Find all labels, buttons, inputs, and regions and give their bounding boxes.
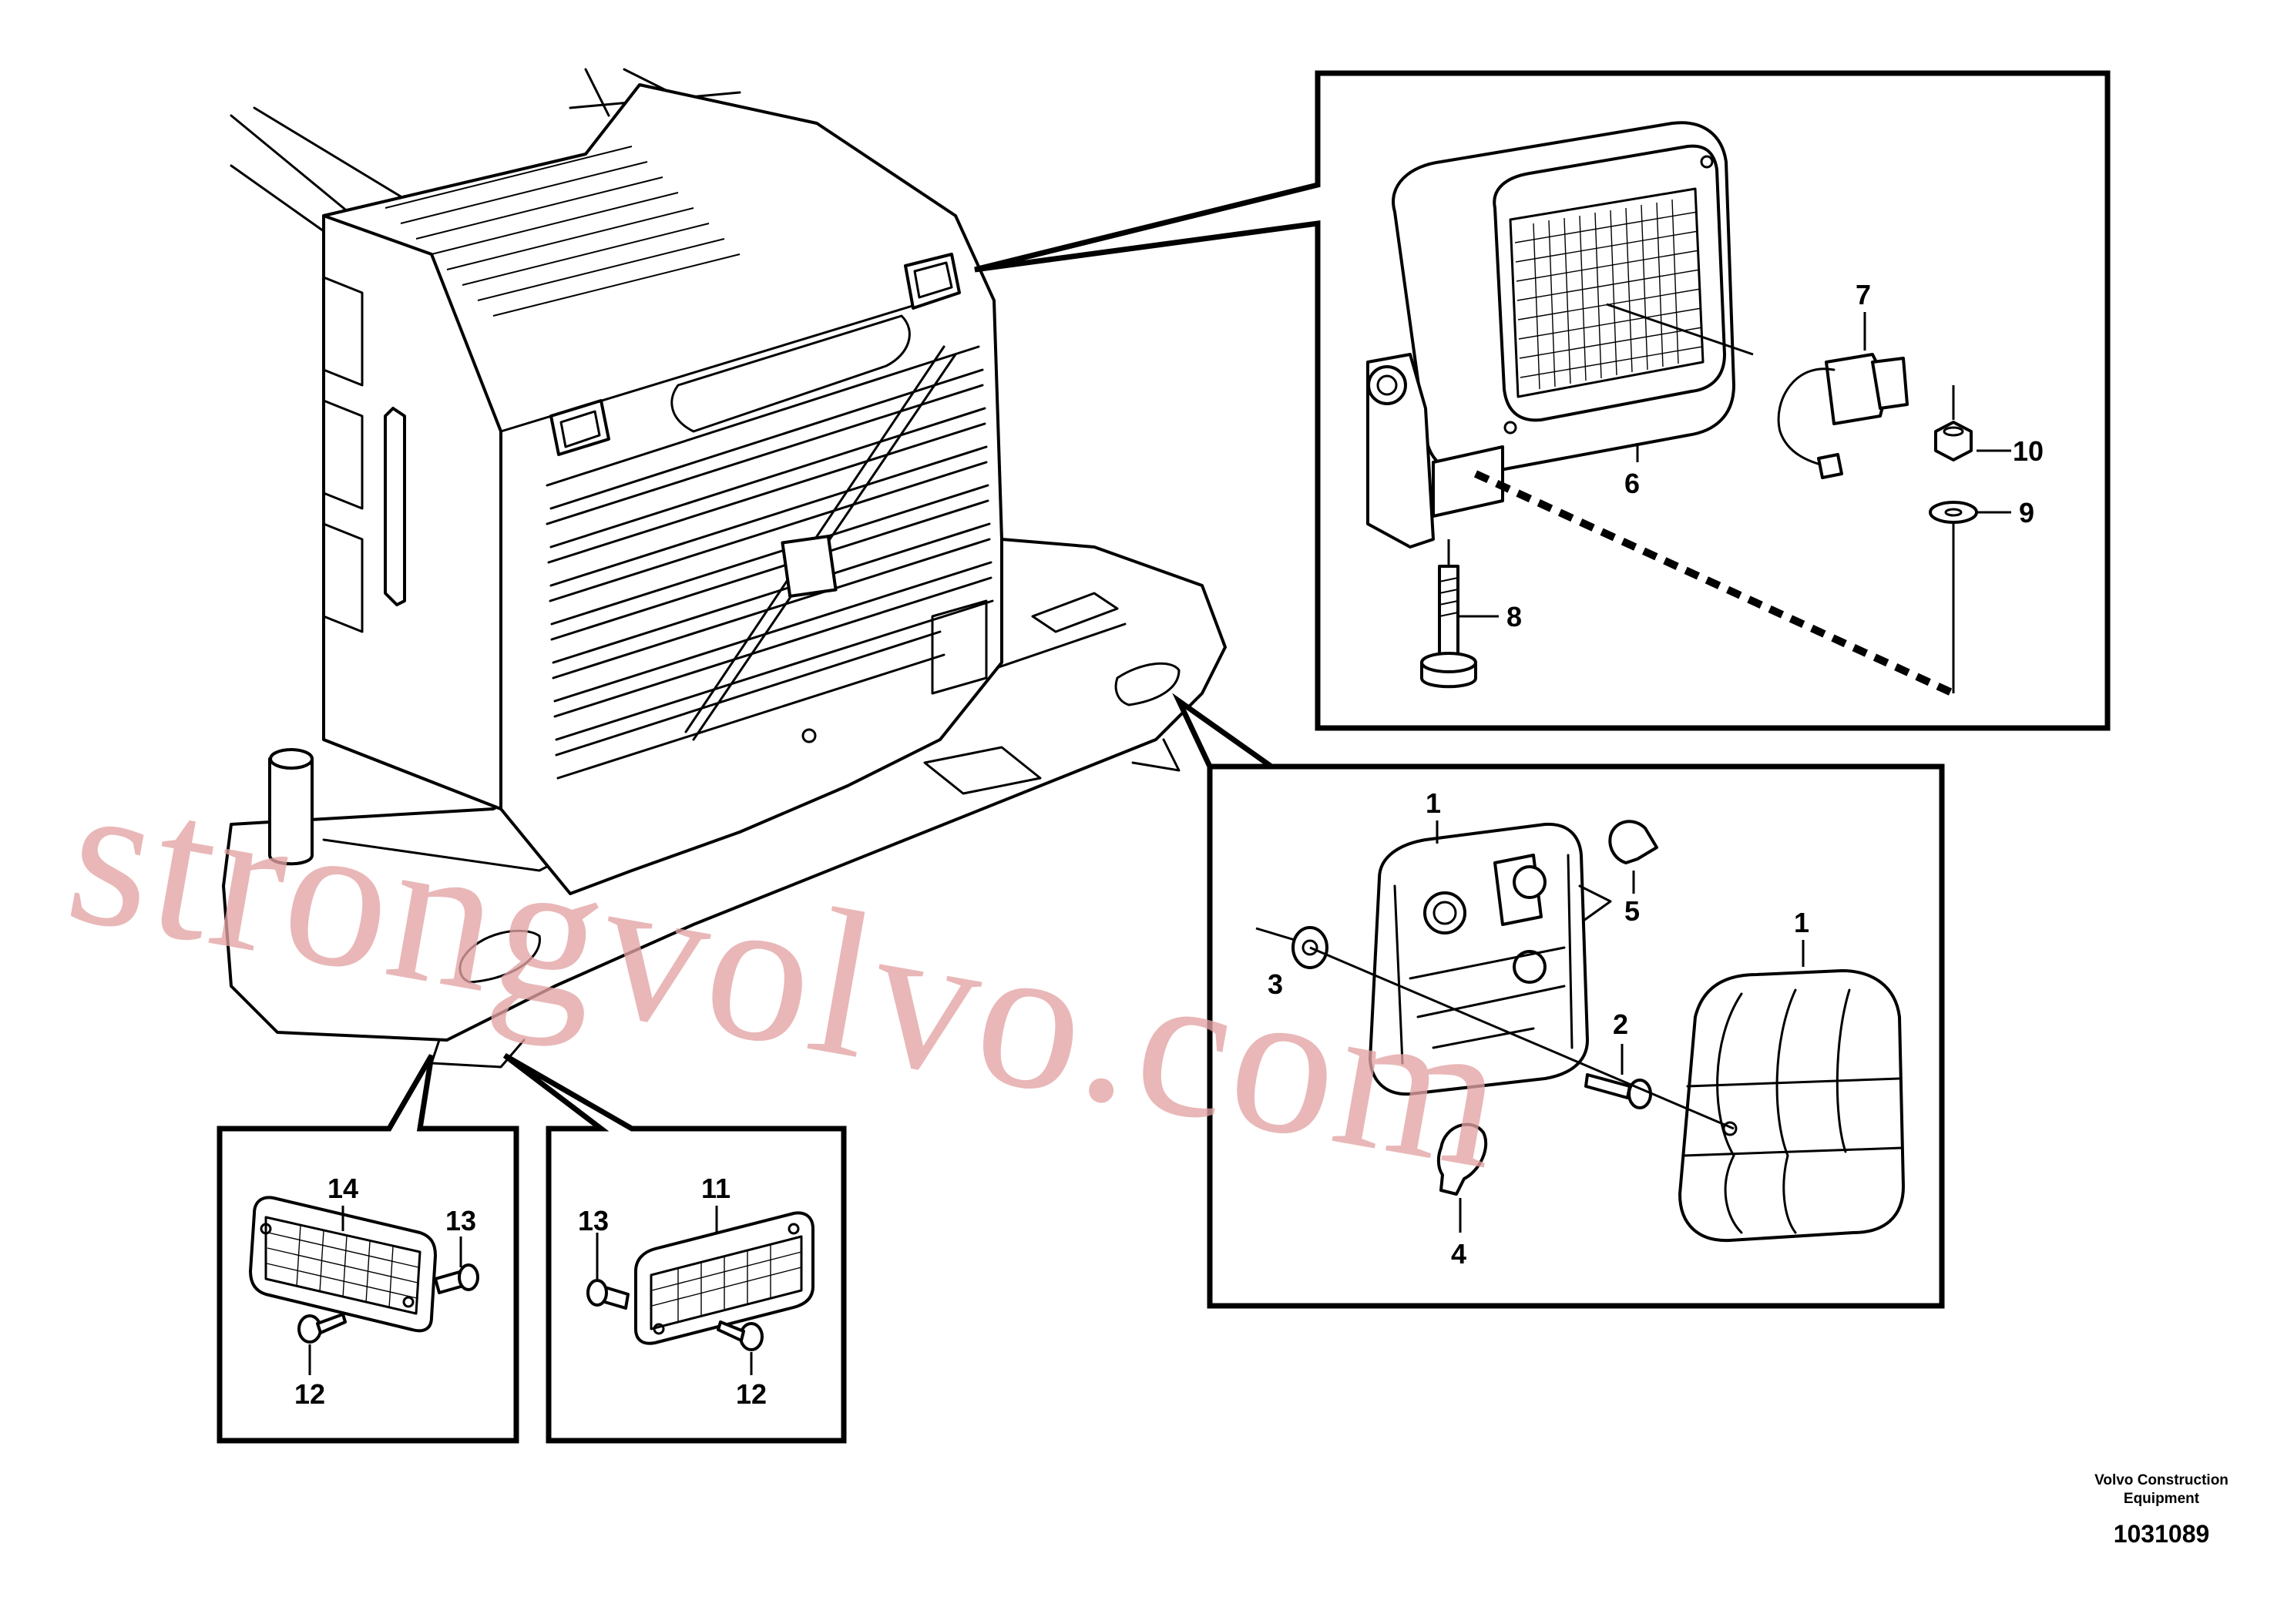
brand-line-2: Equipment [2124, 1491, 2200, 1507]
callout-reflector-right: 11 12 13 [502, 1052, 847, 1444]
label-4: 4 [1451, 1238, 1466, 1270]
label-13-left: 13 [445, 1205, 476, 1236]
rear-lamp-lens [1678, 969, 1905, 1243]
label-7: 7 [1856, 279, 1871, 310]
label-14: 14 [327, 1173, 358, 1204]
guard-post [268, 748, 314, 866]
rear-lamp-callout-labels: 1 1 2 3 4 5 [1268, 787, 1809, 1270]
label-5: 5 [1624, 895, 1640, 927]
rear-lamp-bulb-large [1436, 1122, 1488, 1196]
machine-rear-view [222, 68, 1227, 1069]
reflector-grid-left [266, 1224, 419, 1309]
callout-reflector-left: 12 13 14 [217, 1054, 519, 1444]
reflector-rivet-right [586, 1279, 630, 1310]
reflector-plate-right [634, 1211, 814, 1345]
label-1-base: 1 [1426, 787, 1441, 819]
rear-lamp-screw-right [1584, 1073, 1652, 1109]
label-2: 2 [1613, 1008, 1628, 1040]
label-12-right: 12 [736, 1378, 767, 1410]
reflector-screw-left [297, 1313, 347, 1344]
rear-lamp-base [1369, 822, 1612, 1096]
drawing-footer: Volvo Construction Equipment 1031089 [2094, 1472, 2229, 1548]
drawing-number: 1031089 [2114, 1520, 2210, 1548]
rear-lamp-bulb-small [1608, 820, 1658, 864]
callout-work-light: 6 7 8 9 10 [974, 70, 2111, 731]
label-13-right: 13 [578, 1205, 609, 1236]
label-3: 3 [1268, 968, 1283, 1000]
work-light-callout-labels: 6 7 8 9 10 [1506, 279, 2044, 632]
hood-work-lamp-left [549, 399, 610, 456]
work-lamp-nut [1934, 421, 1973, 461]
work-lamp-housing [1366, 121, 1735, 549]
label-6: 6 [1624, 468, 1640, 499]
callout-rear-lamp: 1 1 2 3 4 5 [1172, 693, 1945, 1309]
work-lamp-washer [1929, 501, 1978, 524]
label-9: 9 [2019, 497, 2034, 528]
reflector-left-labels: 12 13 14 [294, 1173, 476, 1410]
engine-hood [322, 83, 1003, 895]
brand-line-1: Volvo Construction [2094, 1472, 2229, 1488]
label-8: 8 [1506, 601, 1522, 632]
label-10: 10 [2013, 435, 2044, 467]
label-1-lens: 1 [1794, 907, 1809, 938]
hood-work-lamp-right [904, 253, 961, 310]
rear-louvres [546, 345, 994, 780]
work-lamp-bolt [1420, 565, 1477, 689]
roof-rails [230, 68, 741, 233]
reflector-rivet-left [434, 1263, 479, 1294]
reflector-plate-left [249, 1196, 437, 1333]
work-lamp-bulb [1777, 353, 1909, 479]
label-12-left: 12 [294, 1378, 325, 1410]
reflector-screw-right [717, 1320, 764, 1351]
label-11: 11 [701, 1173, 731, 1204]
reflector-right-labels: 11 12 13 [578, 1173, 767, 1410]
reflector-grid-right [651, 1243, 802, 1322]
